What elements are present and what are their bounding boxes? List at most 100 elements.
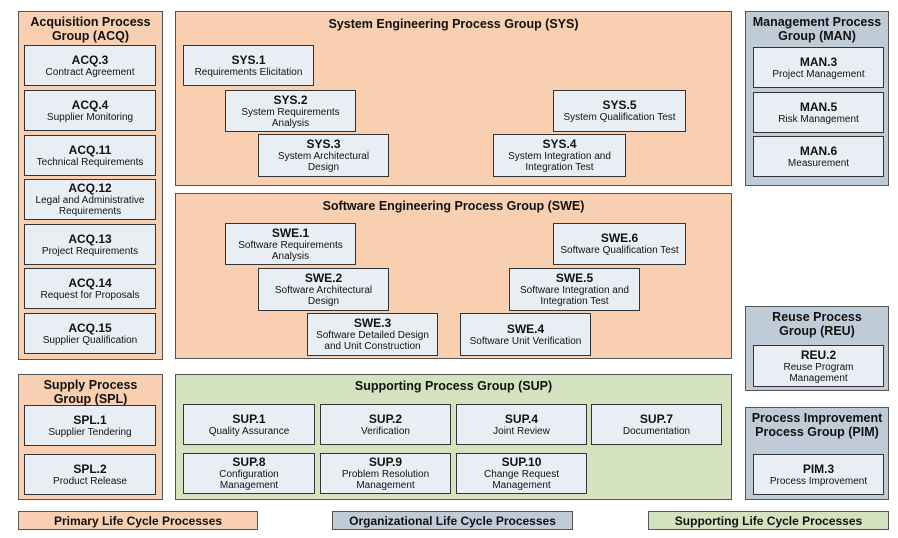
process-id: ACQ.15 [68, 320, 112, 335]
legend-supporting: Supporting Life Cycle Processes [648, 511, 889, 530]
process-name: Supplier Qualification [42, 334, 138, 346]
process-box-reu-2[interactable]: REU.2 Reuse Program Management [753, 345, 884, 387]
process-name: Software Qualification Test [560, 245, 679, 256]
process-id: SUP.7 [639, 411, 674, 426]
process-id: SYS.3 [306, 137, 341, 151]
group-title: Supply Process Group (SPL) [43, 378, 138, 406]
system-engineering-process-group: System Engineering Process Group (SYS) S… [175, 11, 732, 186]
process-name: Software Integration and Integration Tes… [520, 285, 629, 307]
group-title: Software Engineering Process Group (SWE) [322, 199, 585, 213]
process-id: ACQ.4 [71, 97, 109, 112]
process-box-swe-2[interactable]: SWE.2 Software Architectural Design [258, 268, 389, 311]
process-box-sup-7[interactable]: SUP.7 Documentation [591, 404, 722, 445]
process-box-sys-1[interactable]: SYS.1 Requirements Elicitation [183, 45, 314, 86]
process-id: SWE.5 [555, 271, 594, 285]
process-name: Project Requirements [41, 245, 139, 257]
process-name: Software Detailed Design and Unit Constr… [316, 330, 429, 352]
process-name: Risk Management [778, 113, 859, 125]
process-name: Supplier Monitoring [46, 111, 134, 123]
process-name: Contract Agreement [45, 66, 135, 78]
process-name: Joint Review [493, 425, 550, 437]
group-title: Supporting Process Group (SUP) [354, 379, 553, 393]
process-id: SYS.2 [273, 92, 308, 107]
process-id: SYS.1 [231, 52, 266, 67]
process-name: Documentation [622, 425, 691, 437]
process-id: SUP.9 [368, 455, 403, 469]
process-box-acq-11[interactable]: ACQ.11 Technical Requirements [24, 135, 156, 176]
group-title: System Engineering Process Group (SYS) [328, 17, 579, 31]
process-name: Project Management [772, 68, 865, 80]
process-name: Supplier Tendering [48, 426, 132, 438]
process-box-sys-4[interactable]: SYS.4 System Integration and Integration… [493, 134, 626, 177]
process-id: SUP.4 [504, 411, 539, 426]
process-box-acq-15[interactable]: ACQ.15 Supplier Qualification [24, 313, 156, 354]
process-box-sup-2[interactable]: SUP.2 Verification [320, 404, 451, 445]
group-title: Acquisition Process Group (ACQ) [30, 15, 151, 43]
process-name: Request for Proposals [40, 289, 140, 301]
process-box-sup-10[interactable]: SUP.10 Change Request Management [456, 453, 587, 494]
process-box-sup-9[interactable]: SUP.9 Problem Resolution Management [320, 453, 451, 494]
process-id: SPL.2 [73, 461, 107, 476]
process-id: ACQ.11 [68, 142, 112, 157]
process-box-sup-4[interactable]: SUP.4 Joint Review [456, 404, 587, 445]
process-id: SWE.6 [600, 231, 639, 245]
process-name: Technical Requirements [36, 156, 144, 168]
process-box-man-5[interactable]: MAN.5 Risk Management [753, 92, 884, 133]
process-name: Change Request Management [483, 469, 560, 491]
process-improvement-process-group: Process Improvement Process Group (PIM) … [745, 407, 889, 500]
process-id: ACQ.13 [68, 231, 112, 246]
process-id: ACQ.14 [68, 275, 112, 290]
process-box-swe-6[interactable]: SWE.6 Software Qualification Test [553, 223, 686, 265]
process-name: Measurement [787, 157, 850, 169]
process-id: SYS.5 [602, 98, 637, 112]
process-box-sys-5[interactable]: SYS.5 System Qualification Test [553, 90, 686, 132]
group-title: Reuse Process Group (REU) [772, 310, 862, 338]
process-box-acq-12[interactable]: ACQ.12 Legal and Administrative Requirem… [24, 179, 156, 220]
reuse-process-group: Reuse Process Group (REU) REU.2 Reuse Pr… [745, 306, 889, 391]
process-id: MAN.6 [799, 143, 838, 158]
process-name: Requirements Elicitation [194, 66, 303, 78]
process-box-acq-4[interactable]: ACQ.4 Supplier Monitoring [24, 90, 156, 131]
supporting-process-group: Supporting Process Group (SUP) SUP.1 Qua… [175, 374, 732, 500]
process-name: Software Unit Verification [469, 335, 582, 347]
process-name: Verification [361, 425, 410, 437]
process-box-acq-3[interactable]: ACQ.3 Contract Agreement [24, 45, 156, 86]
group-title: Process Improvement Process Group (PIM) [751, 411, 883, 439]
acquisition-process-group: Acquisition Process Group (ACQ) ACQ.3 Co… [18, 11, 163, 360]
process-box-spl-2[interactable]: SPL.2 Product Release [24, 454, 156, 495]
process-name: System Integration and Integration Test [508, 151, 611, 173]
process-name: Configuration Management [219, 469, 279, 491]
process-box-swe-1[interactable]: SWE.1 Software Requirements Analysis [225, 223, 356, 265]
process-box-acq-14[interactable]: ACQ.14 Request for Proposals [24, 268, 156, 309]
process-id: SUP.8 [232, 455, 266, 469]
process-box-man-3[interactable]: MAN.3 Project Management [753, 47, 884, 88]
process-id: SUP.2 [368, 411, 403, 426]
process-id: SWE.3 [353, 316, 392, 330]
process-id: SWE.4 [506, 321, 545, 336]
process-box-pim-3[interactable]: PIM.3 Process Improvement [753, 454, 884, 495]
legend-primary: Primary Life Cycle Processes [18, 511, 258, 530]
process-box-swe-5[interactable]: SWE.5 Software Integration and Integrati… [509, 268, 640, 311]
process-box-sys-2[interactable]: SYS.2 System Requirements Analysis [225, 90, 356, 132]
process-box-acq-13[interactable]: ACQ.13 Project Requirements [24, 224, 156, 265]
process-box-swe-4[interactable]: SWE.4 Software Unit Verification [460, 313, 591, 356]
process-box-swe-3[interactable]: SWE.3 Software Detailed Design and Unit … [307, 313, 438, 356]
process-box-man-6[interactable]: MAN.6 Measurement [753, 136, 884, 177]
process-id: ACQ.12 [68, 181, 112, 195]
process-id: SWE.2 [304, 271, 343, 285]
management-process-group: Management Process Group (MAN) MAN.3 Pro… [745, 11, 889, 186]
group-title: Management Process Group (MAN) [752, 15, 882, 43]
process-name: Problem Resolution Management [341, 469, 430, 491]
process-name: System Architectural Design [277, 151, 370, 173]
process-box-spl-1[interactable]: SPL.1 Supplier Tendering [24, 405, 156, 446]
process-id: SPL.1 [73, 412, 107, 427]
process-name: Quality Assurance [208, 425, 290, 437]
process-box-sys-3[interactable]: SYS.3 System Architectural Design [258, 134, 389, 177]
process-box-sup-1[interactable]: SUP.1 Quality Assurance [183, 404, 315, 445]
process-id: PIM.3 [802, 461, 835, 476]
process-name: Software Requirements Analysis [238, 239, 343, 262]
process-name: Reuse Program Management [783, 361, 854, 384]
process-name: System Qualification Test [563, 112, 676, 123]
process-id: MAN.5 [799, 99, 838, 114]
process-box-sup-8[interactable]: SUP.8 Configuration Management [183, 453, 315, 494]
